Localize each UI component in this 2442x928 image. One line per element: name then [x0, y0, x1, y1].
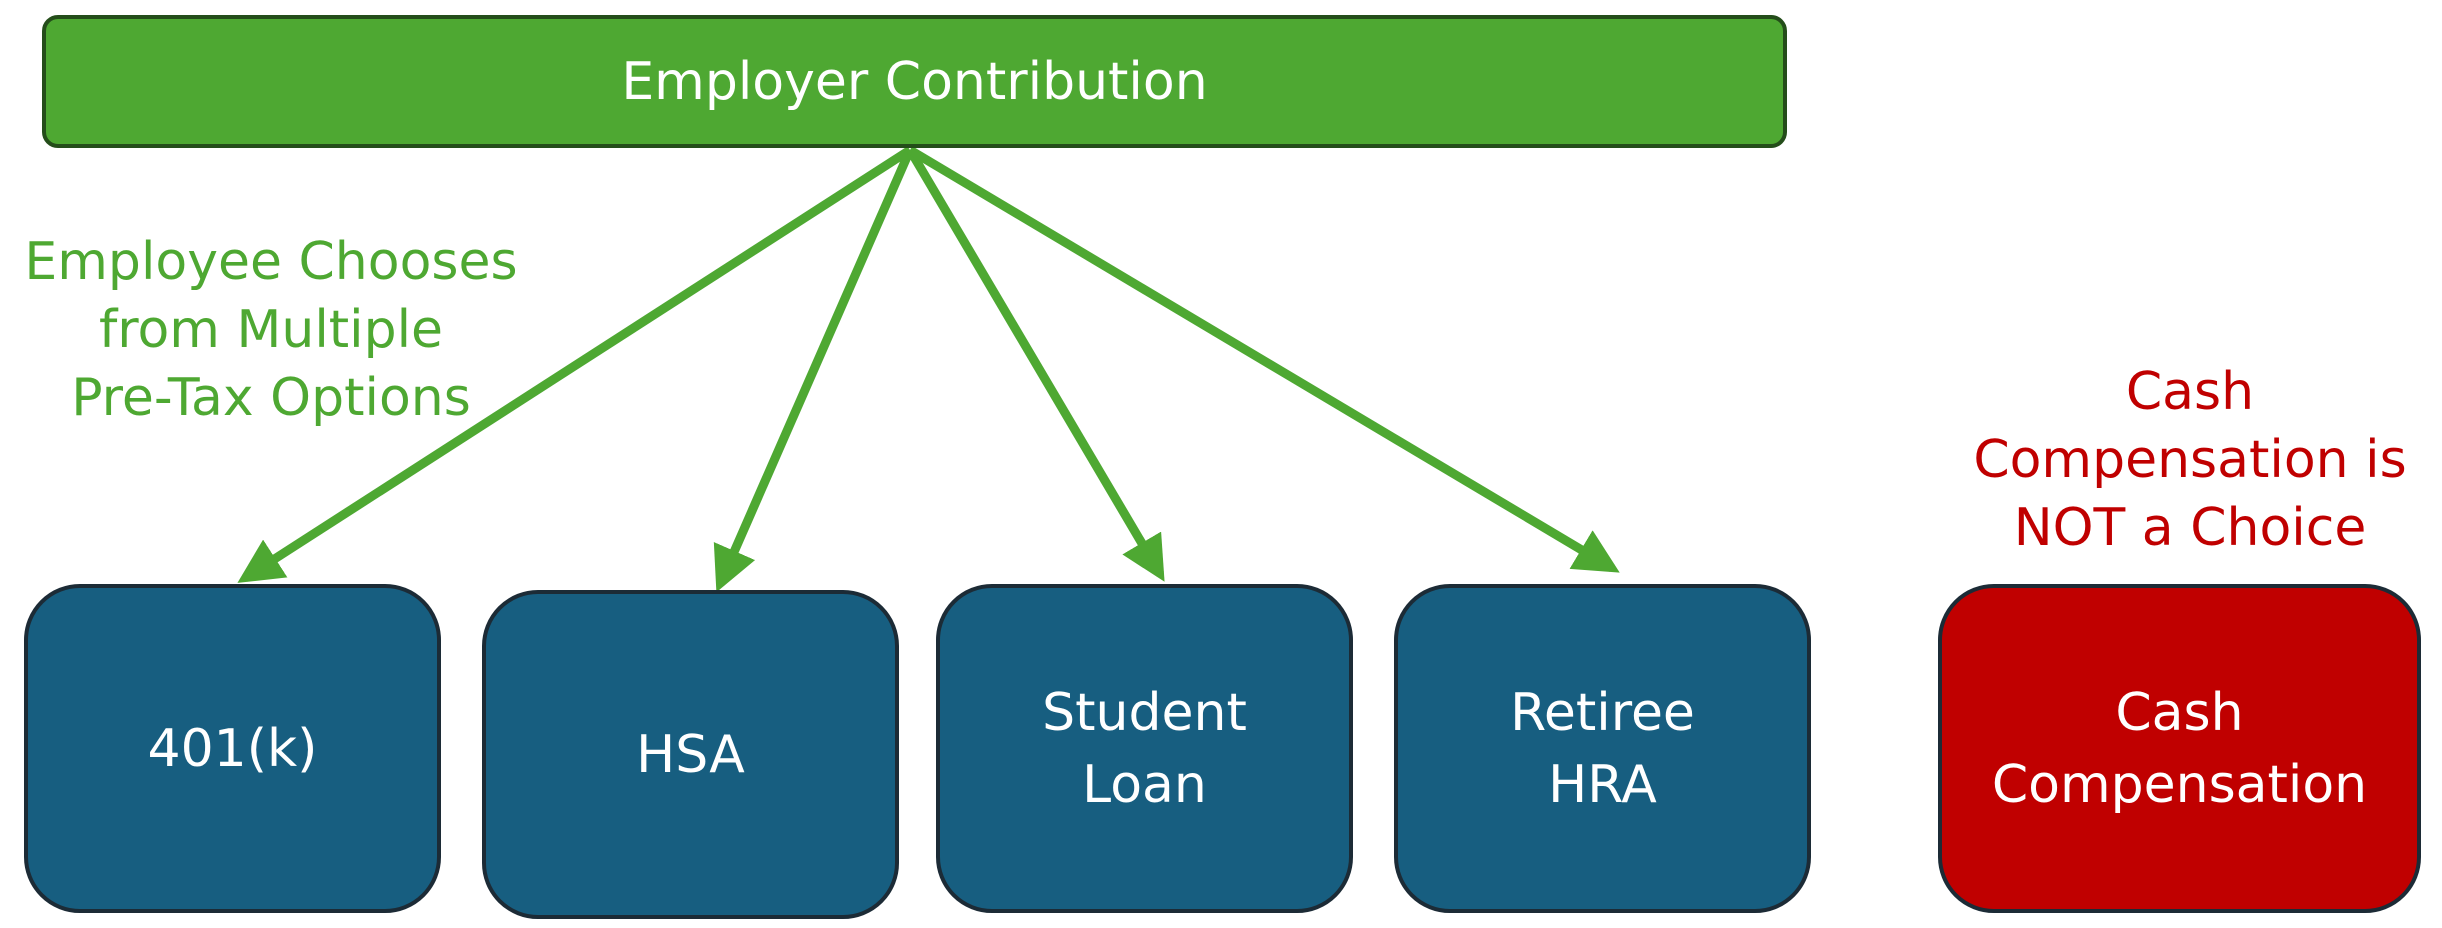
cash-compensation-box: Cash Compensation	[1938, 584, 2421, 913]
arrow-to-retiree-hra	[907, 146, 1620, 573]
option-401k-box: 401(k)	[24, 584, 441, 913]
employer-contribution-label: Employer Contribution	[621, 51, 1208, 112]
employer-contribution-box: Employer Contribution	[42, 15, 1787, 148]
option-hsa-label: HSA	[636, 724, 745, 785]
option-hsa-box: HSA	[482, 590, 899, 919]
cash-not-choice-note: Cash Compensation is NOT a Choice	[1973, 362, 2407, 558]
arrow-to-hsa	[713, 148, 915, 593]
arrow-to-401k	[237, 146, 913, 583]
employee-chooses-note: Employee Chooses from Multiple Pre-Tax O…	[24, 232, 518, 428]
option-student-loan-label: Student Loan	[1042, 682, 1247, 815]
cash-compensation-label: Cash Compensation	[1991, 682, 2368, 815]
option-retiree-hra-label: Retiree HRA	[1510, 682, 1695, 815]
option-student-loan-box: Student Loan	[936, 584, 1353, 913]
option-401k-label: 401(k)	[147, 718, 318, 779]
arrow-to-student-loan	[906, 147, 1165, 582]
option-retiree-hra-box: Retiree HRA	[1394, 584, 1811, 913]
